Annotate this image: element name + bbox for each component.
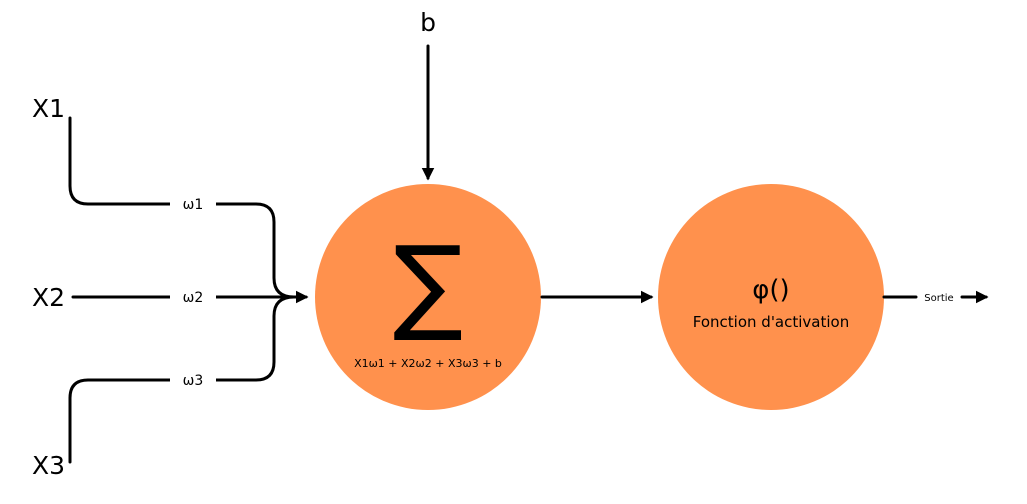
input-x3-line bbox=[68, 295, 296, 464]
summation-node bbox=[315, 184, 541, 410]
input-x2-label: X2 bbox=[32, 283, 65, 312]
activation-label: Fonction d'activation bbox=[693, 313, 849, 331]
input-x3-label: X3 bbox=[32, 451, 65, 480]
weight-2-label: ω2 bbox=[183, 290, 204, 306]
weight-2-bg bbox=[170, 287, 216, 307]
input-x1-label: X1 bbox=[32, 94, 65, 123]
sigma-symbol: ∑ bbox=[393, 223, 463, 345]
summation-formula: X1ω1 + X2ω2 + X3ω3 + b bbox=[354, 357, 502, 370]
weight-3-bg bbox=[170, 370, 216, 390]
activation-symbol: φ() bbox=[752, 275, 789, 305]
output-label: Sortie bbox=[924, 293, 953, 304]
activation-node bbox=[658, 184, 884, 410]
weight-1-label: ω1 bbox=[183, 197, 204, 213]
input-x1-line bbox=[68, 116, 296, 299]
weight-1-bg bbox=[170, 194, 216, 214]
bias-label: b bbox=[420, 8, 436, 37]
weight-3-label: ω3 bbox=[183, 373, 204, 389]
